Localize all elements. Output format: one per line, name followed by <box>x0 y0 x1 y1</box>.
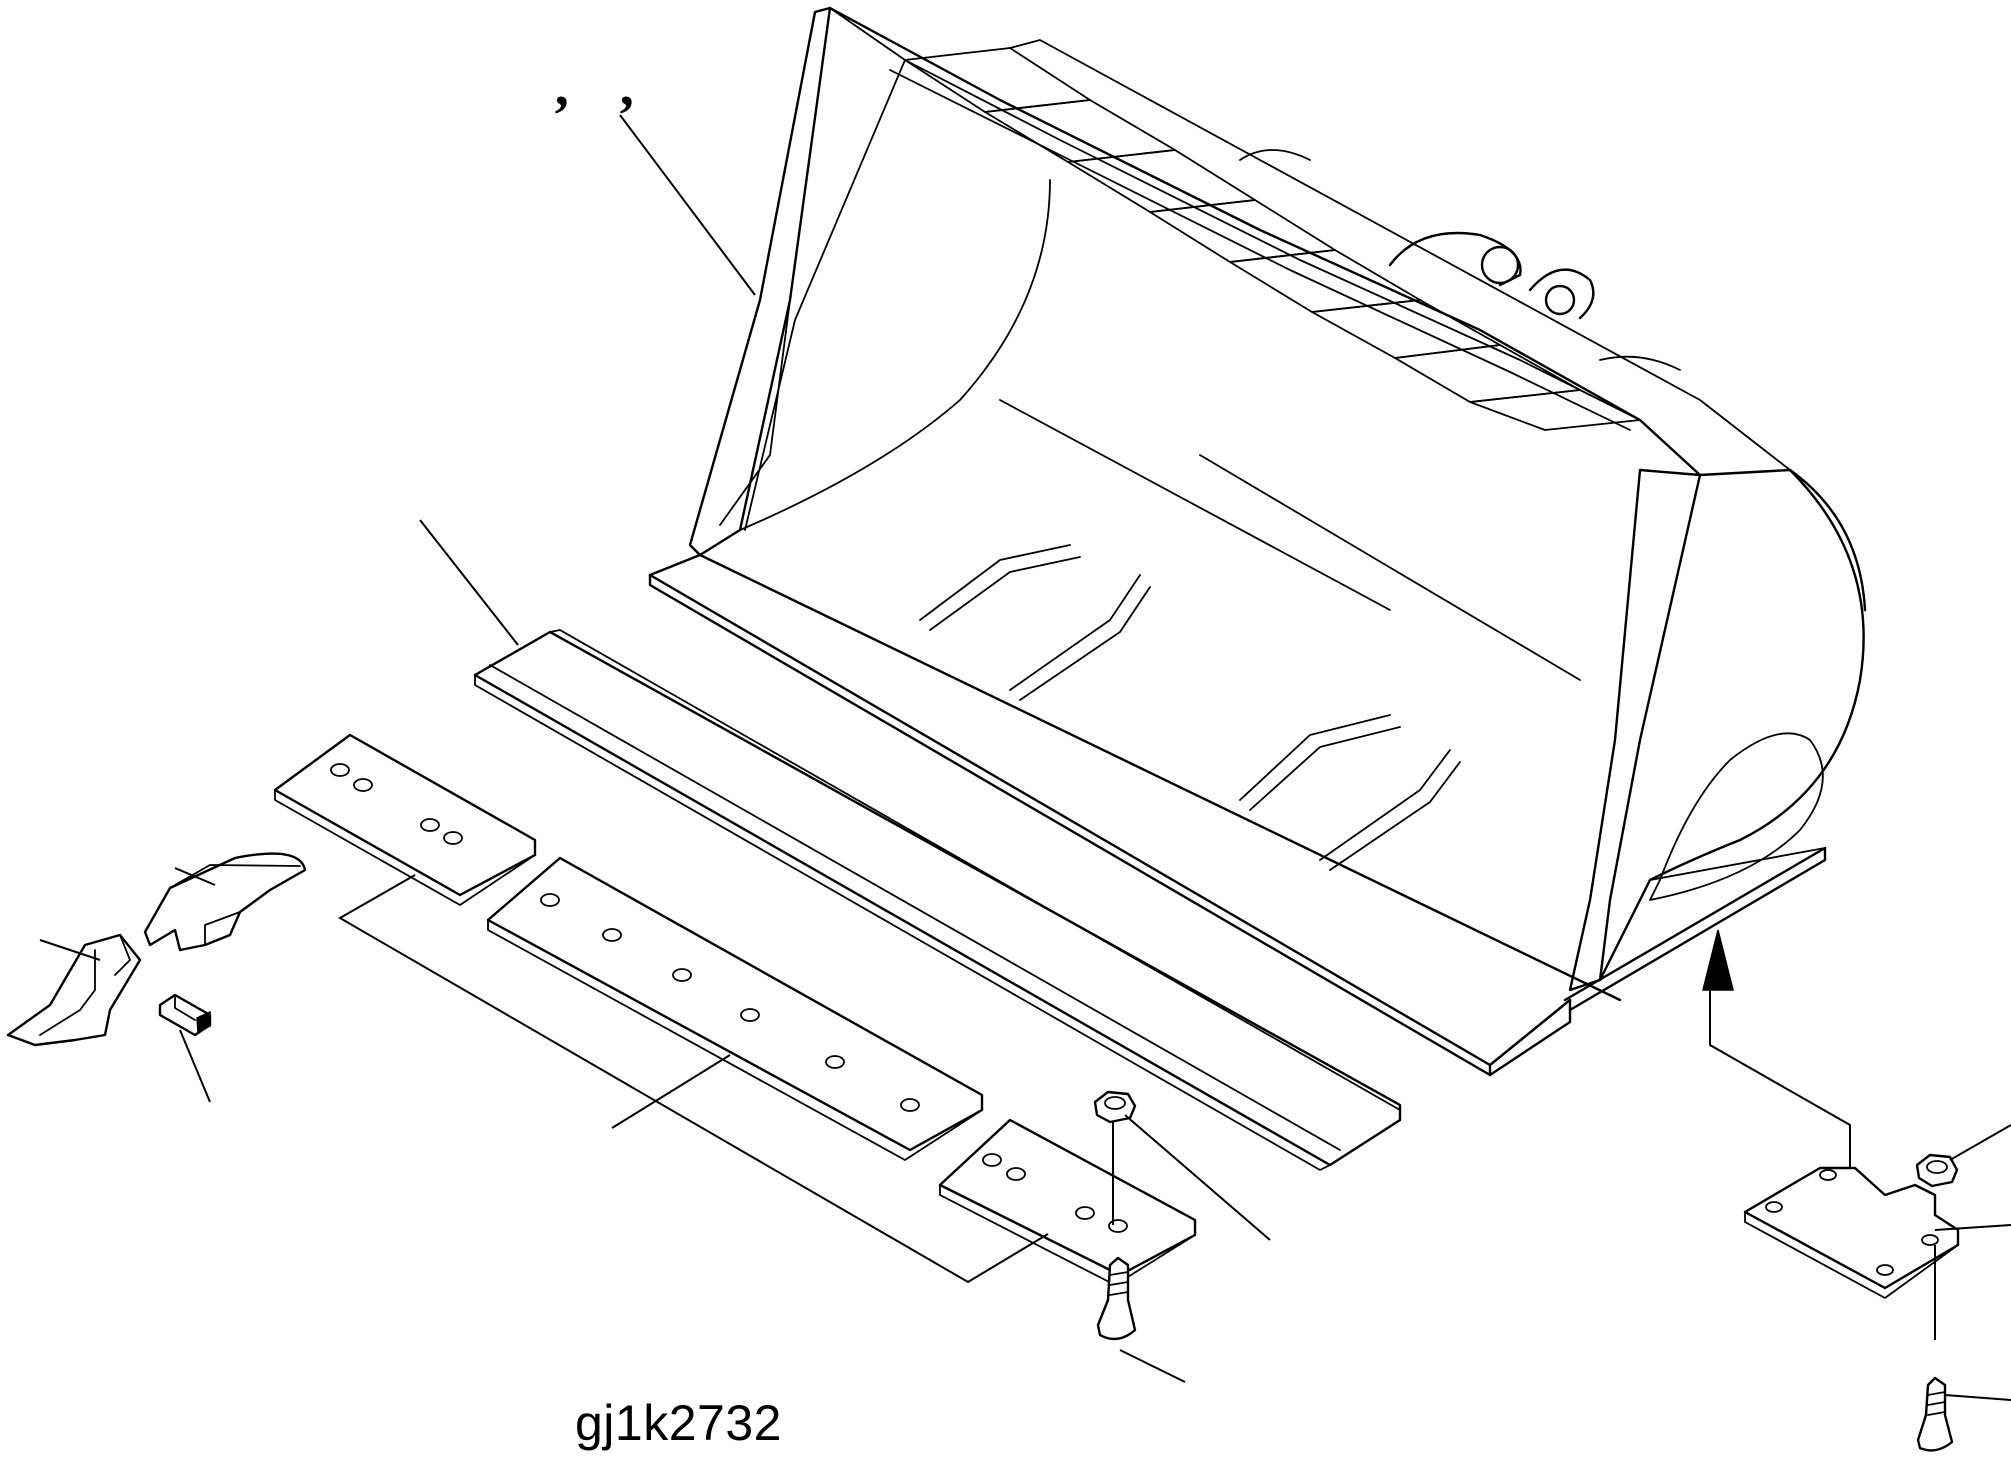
edge-segment-left <box>273 733 537 906</box>
bolt-center <box>1096 1256 1186 1383</box>
segment-leader-lines <box>337 874 1049 1284</box>
tooth-point <box>6 933 142 1047</box>
bucket-leader-line <box>619 114 756 296</box>
edge-segment-center <box>486 856 984 1161</box>
nut-center <box>1093 1090 1271 1241</box>
corner-wear-plate <box>1743 1166 1960 1299</box>
tooth-pin <box>158 993 212 1103</box>
nut-right <box>1915 1124 2011 1340</box>
callout-mark-2: ’ <box>617 85 636 147</box>
cutting-edge-bar <box>419 519 1402 1171</box>
callout-mark-1: ’ <box>552 85 571 147</box>
drawing-code: gj1k2732 <box>575 1395 782 1451</box>
edge-segment-right <box>938 1118 1197 1286</box>
tooth-adapter <box>143 852 307 952</box>
bucket-body <box>648 6 1867 1215</box>
bolt-right <box>1916 1376 2011 1452</box>
